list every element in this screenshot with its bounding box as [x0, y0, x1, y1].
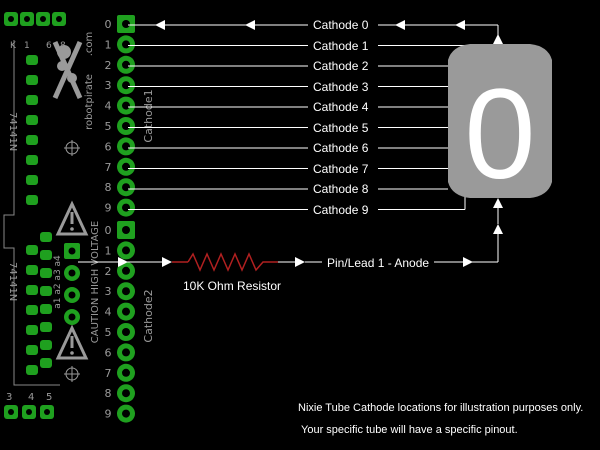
cathode1-pin-number-1: 1	[105, 38, 112, 51]
silk-caution: CAUTION HIGH VOLTAGE	[90, 221, 101, 343]
silk-5: 5	[46, 392, 52, 403]
disclaimer-line-1: Nixie Tube Cathode locations for illustr…	[298, 402, 584, 414]
cathode2-pin-number-4: 4	[105, 306, 112, 319]
silk-1: 1	[24, 41, 30, 51]
board-outline	[3, 40, 60, 386]
cathode-label-3: Cathode 3	[313, 79, 369, 94]
cathode1-header-pads: 0 1 2 3 4 5 6 7 8 9	[105, 15, 135, 217]
silk-cathode1: Cathode1	[142, 89, 155, 142]
cathode0-arrow	[455, 20, 465, 30]
nixie-digit: 0	[464, 63, 535, 206]
silk-k: K	[10, 41, 17, 51]
cathode2-pin-number-1: 1	[105, 244, 112, 257]
silk-6: 6	[46, 41, 52, 51]
cathode1-pin-number-7: 7	[105, 161, 112, 174]
cathode-label-4: Cathode 4	[313, 100, 369, 114]
cathode2-pin-number-5: 5	[105, 326, 112, 339]
resistor-symbol	[187, 252, 278, 272]
anode-circuit	[78, 34, 503, 272]
nixie-tube: 0	[448, 44, 552, 206]
silk-anodes: a1 a2 a3 a4	[53, 255, 63, 309]
pcb-board: K 1 6 8	[3, 12, 155, 423]
cathode0-arrow	[245, 20, 255, 30]
silk-74141n-bottom: 74141N	[7, 262, 18, 301]
cathode2-pin-number-6: 6	[105, 346, 112, 359]
cathode1-pin-number-0: 0	[105, 18, 112, 31]
cathode-label-8: Cathode 8	[313, 182, 369, 196]
cathode-label-6: Cathode 6	[313, 141, 369, 155]
cathode2-pin-number-7: 7	[105, 367, 112, 380]
cathode-label-0: Cathode 0	[313, 18, 369, 32]
cathode-wire-1	[128, 45, 466, 60]
caution-triangle-top	[55, 200, 89, 236]
silk-3: 3	[6, 392, 12, 403]
target-marker-bottom	[64, 366, 80, 382]
cathode2-header-pads: 0 1 2 3 4 5 6 7 8 9	[105, 221, 135, 423]
top-header-pads	[4, 12, 66, 26]
cathode2-pin-number-2: 2	[105, 265, 112, 278]
silk-4: 4	[28, 392, 34, 403]
cathode-label-1: Cathode 1	[313, 38, 369, 53]
cathode2-pin-number-3: 3	[105, 285, 112, 298]
cathode1-pin-number-4: 4	[105, 100, 112, 113]
bottom-header-pads	[4, 405, 54, 419]
cathode1-pin-number-9: 9	[105, 202, 112, 215]
cathode1-pin-number-5: 5	[105, 120, 112, 133]
silk-com: .com	[84, 32, 95, 57]
silk-robotpirate: robotpirate	[84, 74, 95, 130]
cathode0-arrow-to-tube	[493, 34, 503, 44]
cathode-wires	[128, 20, 499, 210]
cathode2-pin-number-8: 8	[105, 387, 112, 400]
cathode1-pin-number-8: 8	[105, 181, 112, 194]
disclaimer-line-2: Your specific tube will have a specific …	[301, 424, 518, 436]
ic-left-pads	[26, 55, 52, 375]
resistor-label: 10K Ohm Resistor	[183, 279, 282, 293]
cathode1-pin-number-2: 2	[105, 59, 112, 72]
cathode2-pin-number-9: 9	[105, 408, 112, 421]
cathode1-pin-number-3: 3	[105, 79, 112, 92]
cathode-label-2: Cathode 2	[313, 59, 369, 73]
anode-label: Pin/Lead 1 - Anode	[327, 256, 430, 270]
cathode-wire-9	[128, 182, 466, 210]
caution-triangle-bottom	[55, 324, 89, 360]
cathode1-pin-number-6: 6	[105, 140, 112, 153]
target-marker-top	[64, 140, 80, 156]
cathode-label-5: Cathode 5	[313, 120, 369, 135]
cathode0-arrow	[395, 20, 405, 30]
anode-pads	[64, 243, 80, 325]
nixie-tube-body	[448, 44, 552, 198]
robotpirate-logo	[52, 40, 83, 100]
silk-cathode2: Cathode2	[142, 289, 155, 342]
cathode-label-9: Cathode 9	[313, 202, 369, 217]
cathode2-pin-number-0: 0	[105, 224, 112, 237]
cathode-wire-0	[128, 20, 499, 36]
cathode-label-7: Cathode 7	[313, 161, 369, 176]
silk-74141n-top: 74141N	[7, 112, 18, 151]
anode-arrow-to-tube	[493, 198, 503, 208]
cathode0-arrow	[155, 20, 165, 30]
